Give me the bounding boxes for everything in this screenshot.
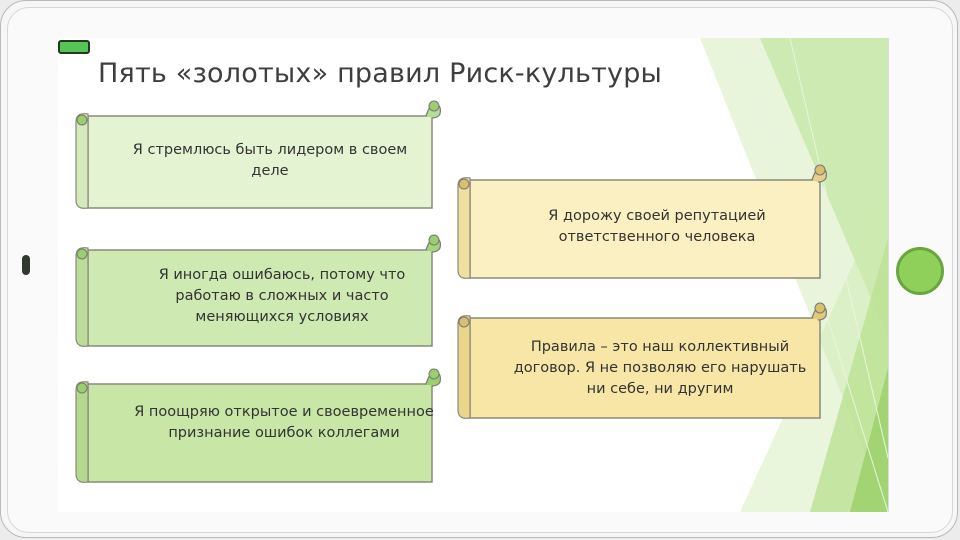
battery-icon: [58, 40, 90, 54]
rule-text-3: Я поощряю открытое и своевременное призн…: [126, 402, 442, 444]
home-button[interactable]: [896, 247, 944, 295]
rule-text-1: Я стремлюсь быть лидером в своем деле: [120, 140, 420, 182]
rule-scroll-2: Я иногда ошибаюсь, потому что работаю в …: [70, 232, 444, 350]
camera-dot: [22, 255, 30, 275]
rule-text-2: Я иногда ошибаюсь, потому что работаю в …: [132, 265, 432, 328]
rule-text-5: Правила – это наш коллективный договор. …: [510, 337, 810, 400]
rule-scroll-3: Я поощряю открытое и своевременное призн…: [70, 368, 444, 486]
slide-title: Пять «золотых» правил Риск-культуры: [98, 58, 662, 89]
rule-scroll-5: Правила – это наш коллективный договор. …: [452, 302, 826, 420]
rule-scroll-1: Я стремлюсь быть лидером в своем деле: [70, 96, 444, 214]
rule-scroll-4: Я дорожу своей репутацией ответственного…: [452, 162, 826, 280]
rule-text-4: Я дорожу своей репутацией ответственного…: [522, 206, 792, 248]
